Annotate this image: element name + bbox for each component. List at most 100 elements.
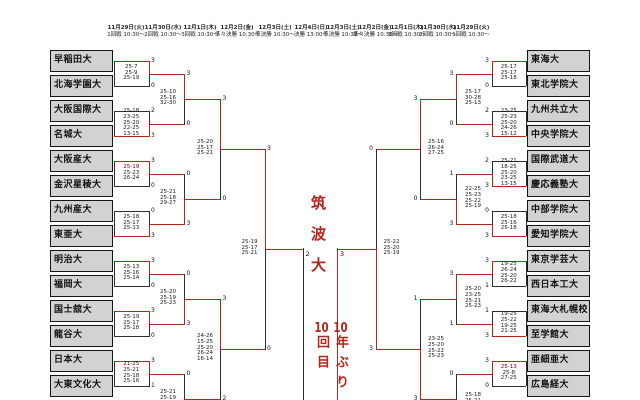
bracket-line: [456, 173, 492, 175]
bracket-line: [491, 311, 493, 324]
header-column: 11月30日(水)2回戦 10:30〜: [416, 25, 460, 38]
bracket-line: [220, 348, 221, 400]
match-scores: 25-13 25-16 25-14: [123, 263, 140, 282]
bracket-line: [491, 223, 493, 237]
bracket-line: [264, 248, 266, 350]
set-count: 3: [485, 357, 489, 364]
bracket-line: [526, 211, 527, 236]
bracket-line: [491, 111, 493, 124]
set-count: 3: [413, 394, 418, 400]
bracket-line: [526, 311, 527, 336]
bracket-line: [114, 86, 149, 87]
team-box: 名城大: [50, 125, 113, 147]
set-count: 3: [222, 294, 227, 302]
team-name: 中部学院大: [531, 205, 579, 215]
header-column: 12月4日(日)決勝 13:00〜: [289, 25, 333, 38]
team-name: 大阪国際大: [54, 105, 102, 115]
bracket-line: [420, 198, 456, 200]
bracket-line: [148, 273, 184, 275]
final-right-set-count: 3: [340, 250, 345, 258]
set-count: 0: [151, 332, 155, 339]
bracket-line: [456, 273, 457, 299]
bracket-line: [375, 348, 420, 350]
team-name: 日本大: [54, 355, 83, 365]
bracket-line: [184, 298, 220, 300]
team-box: 国際武道大: [527, 150, 590, 172]
match-scores: 25-16 26-24 27-25: [428, 138, 444, 157]
bracket-line: [491, 211, 526, 212]
bracket-line: [456, 73, 457, 99]
team-name: 名城大: [54, 130, 83, 140]
header-date: 12月1日(木): [390, 25, 424, 31]
bracket-line: [184, 298, 185, 325]
team-box: 金沢星稜大: [50, 175, 113, 197]
team-name: 東亜大: [54, 230, 83, 240]
champion-note: 10年ぶり10回目: [314, 322, 348, 395]
header-date: 12月3日(土): [258, 25, 292, 31]
bracket-line: [491, 373, 493, 387]
match-scores: 25-18 25-17 25-13: [123, 213, 140, 232]
team-box: 早稲田大: [50, 50, 113, 72]
team-name: 広島経大: [531, 380, 570, 390]
bracket-line: [114, 261, 149, 262]
team-box: 亜細亜大: [527, 350, 590, 372]
bracket-line: [148, 223, 184, 225]
bracket-line: [456, 98, 457, 125]
set-count: 3: [186, 69, 191, 77]
set-count: 0: [186, 169, 191, 177]
bracket-line: [114, 361, 115, 386]
bracket-line: [526, 61, 527, 86]
bracket-line: [220, 148, 221, 200]
match-scores: 25-19 25-17 25-18: [123, 313, 140, 332]
match-scores: 25-20 23-25 25-21 25-23: [465, 286, 481, 310]
bracket-line: [526, 261, 527, 286]
set-count: 3: [186, 319, 191, 327]
match-scores: 25-18 25-16 25-18: [500, 213, 517, 232]
bracket-line: [456, 223, 492, 225]
bracket-line: [114, 261, 115, 286]
bracket-line: [114, 161, 149, 162]
set-count: 0: [186, 369, 191, 377]
team-name: 東北学院大: [531, 80, 579, 90]
set-count: 1: [449, 169, 454, 177]
set-count: 3: [369, 344, 373, 352]
bracket-line: [375, 148, 377, 249]
header-column: 11月30日(水)2回戦 10:30〜: [141, 25, 185, 38]
bracket-line: [420, 148, 421, 200]
bracket-line: [420, 298, 456, 300]
set-count: 3: [413, 94, 418, 102]
final-line-right: [337, 248, 338, 400]
bracket-line: [420, 348, 421, 400]
set-count: 0: [151, 282, 155, 289]
header-column: 12月3日(土)準決勝 10:30〜: [321, 25, 365, 38]
bracket-line: [526, 111, 527, 136]
header-date: 11月29日(火): [452, 25, 490, 31]
set-count: 0: [413, 194, 418, 202]
bracket-line: [491, 111, 526, 112]
team-box: 明治大: [50, 250, 113, 272]
match-scores: 24-26 15-25 25-20 26-24 16-14: [197, 333, 213, 363]
set-count: 0: [151, 82, 155, 89]
bracket-line: [114, 286, 149, 287]
bracket-line: [114, 336, 149, 337]
team-box: 国士舘大: [50, 300, 113, 322]
set-count: 3: [222, 94, 227, 102]
header-round: 準々決勝 10:30〜: [215, 31, 261, 38]
bracket-line: [114, 211, 149, 212]
team-box: 九州共立大: [527, 100, 590, 122]
match-scores: 25-10 25-16 32-30: [160, 88, 176, 107]
bracket-line: [148, 73, 150, 87]
match-scores: 21-25 25-21 25-18 25-16: [123, 361, 140, 385]
bracket-line: [456, 173, 457, 199]
note-number: 10: [333, 322, 348, 335]
team-box: 東北学院大: [527, 75, 590, 97]
team-name: 大東文化大: [54, 380, 102, 390]
match-scores: 23-25 25-20 25-22 25-23: [428, 336, 444, 360]
team-box: 東海大: [527, 50, 590, 72]
header-date: 11月30日(水): [419, 25, 457, 31]
bracket-line: [114, 361, 149, 362]
set-count: 3: [485, 182, 489, 189]
bracket-line: [491, 236, 526, 237]
bracket-line: [220, 148, 265, 150]
